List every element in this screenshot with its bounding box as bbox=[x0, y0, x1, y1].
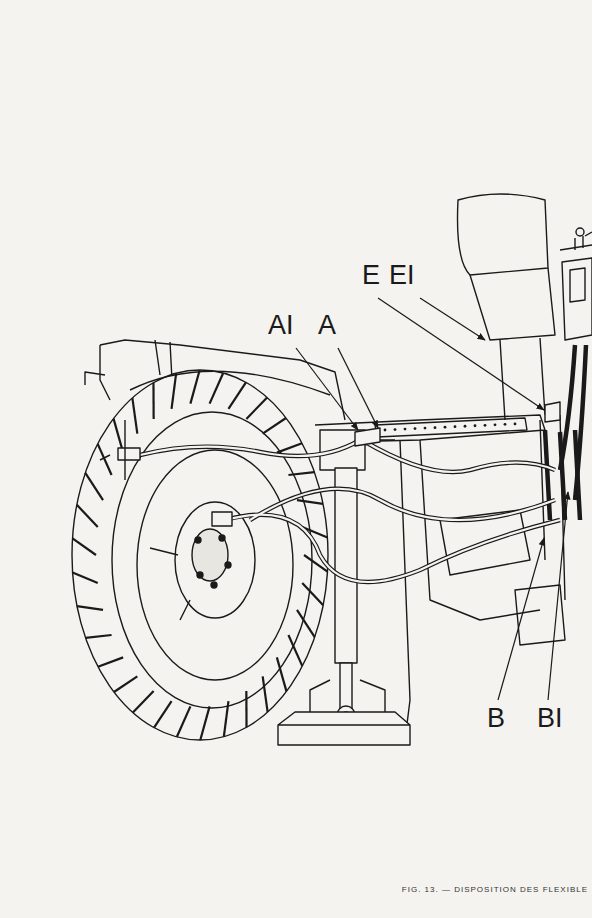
callout-letter: A bbox=[318, 312, 336, 339]
callout-letter: B bbox=[487, 705, 505, 732]
callout-letter: EI bbox=[389, 262, 415, 289]
callout-letter: AI bbox=[268, 312, 294, 339]
callout-letter: E bbox=[362, 262, 380, 289]
callout-letter: BI bbox=[537, 705, 563, 732]
figure-caption: FIG. 13. — DISPOSITION DES FLEXIBLE bbox=[402, 885, 588, 894]
